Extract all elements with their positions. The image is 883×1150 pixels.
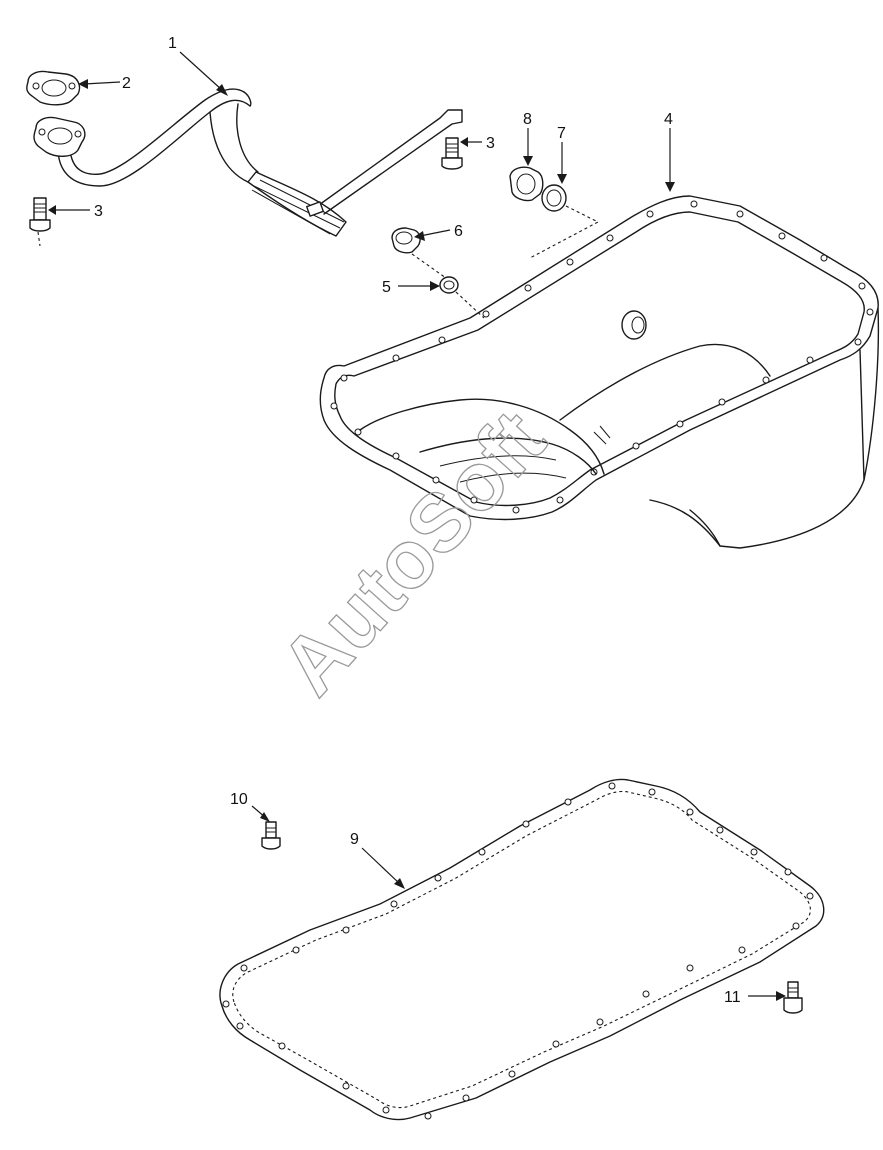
- callout-5: 5: [382, 279, 391, 296]
- callout-7: 7: [557, 125, 566, 142]
- tube-bolt-left: [29, 197, 51, 232]
- callout-labels: 1 2 3 3 4 5 6 7 8 9 10 11: [94, 35, 741, 1006]
- callout-11: 11: [724, 989, 741, 1006]
- callout-6: 6: [454, 223, 463, 240]
- drain-plug-lower: [391, 227, 421, 254]
- pan-flange-holes: [330, 200, 874, 514]
- callout-2: 2: [122, 75, 131, 92]
- watermark: AutoSoft: [264, 394, 563, 712]
- callout-3-left: 3: [94, 203, 103, 220]
- gasket-bolt-10: [261, 821, 281, 850]
- tube-flange-gasket: [26, 70, 81, 106]
- callout-10: 10: [230, 791, 248, 808]
- oil-pan-gasket: [219, 778, 825, 1121]
- oil-pickup-tube: [33, 88, 463, 237]
- bracket-bolt-right: [441, 137, 463, 170]
- callout-1: 1: [168, 35, 177, 52]
- leader-lines: [37, 51, 786, 1001]
- drain-plug-washer-upper: [541, 184, 567, 212]
- callout-4: 4: [664, 111, 673, 128]
- gasket-bolt-11: [783, 981, 803, 1014]
- oil-pan: [319, 195, 880, 549]
- callout-9: 9: [350, 831, 359, 848]
- callout-3-right: 3: [486, 135, 495, 152]
- gasket-holes: [222, 782, 814, 1120]
- drain-plug-washer-lower: [439, 276, 459, 294]
- drain-plug-upper: [509, 166, 544, 202]
- callout-8: 8: [523, 111, 532, 128]
